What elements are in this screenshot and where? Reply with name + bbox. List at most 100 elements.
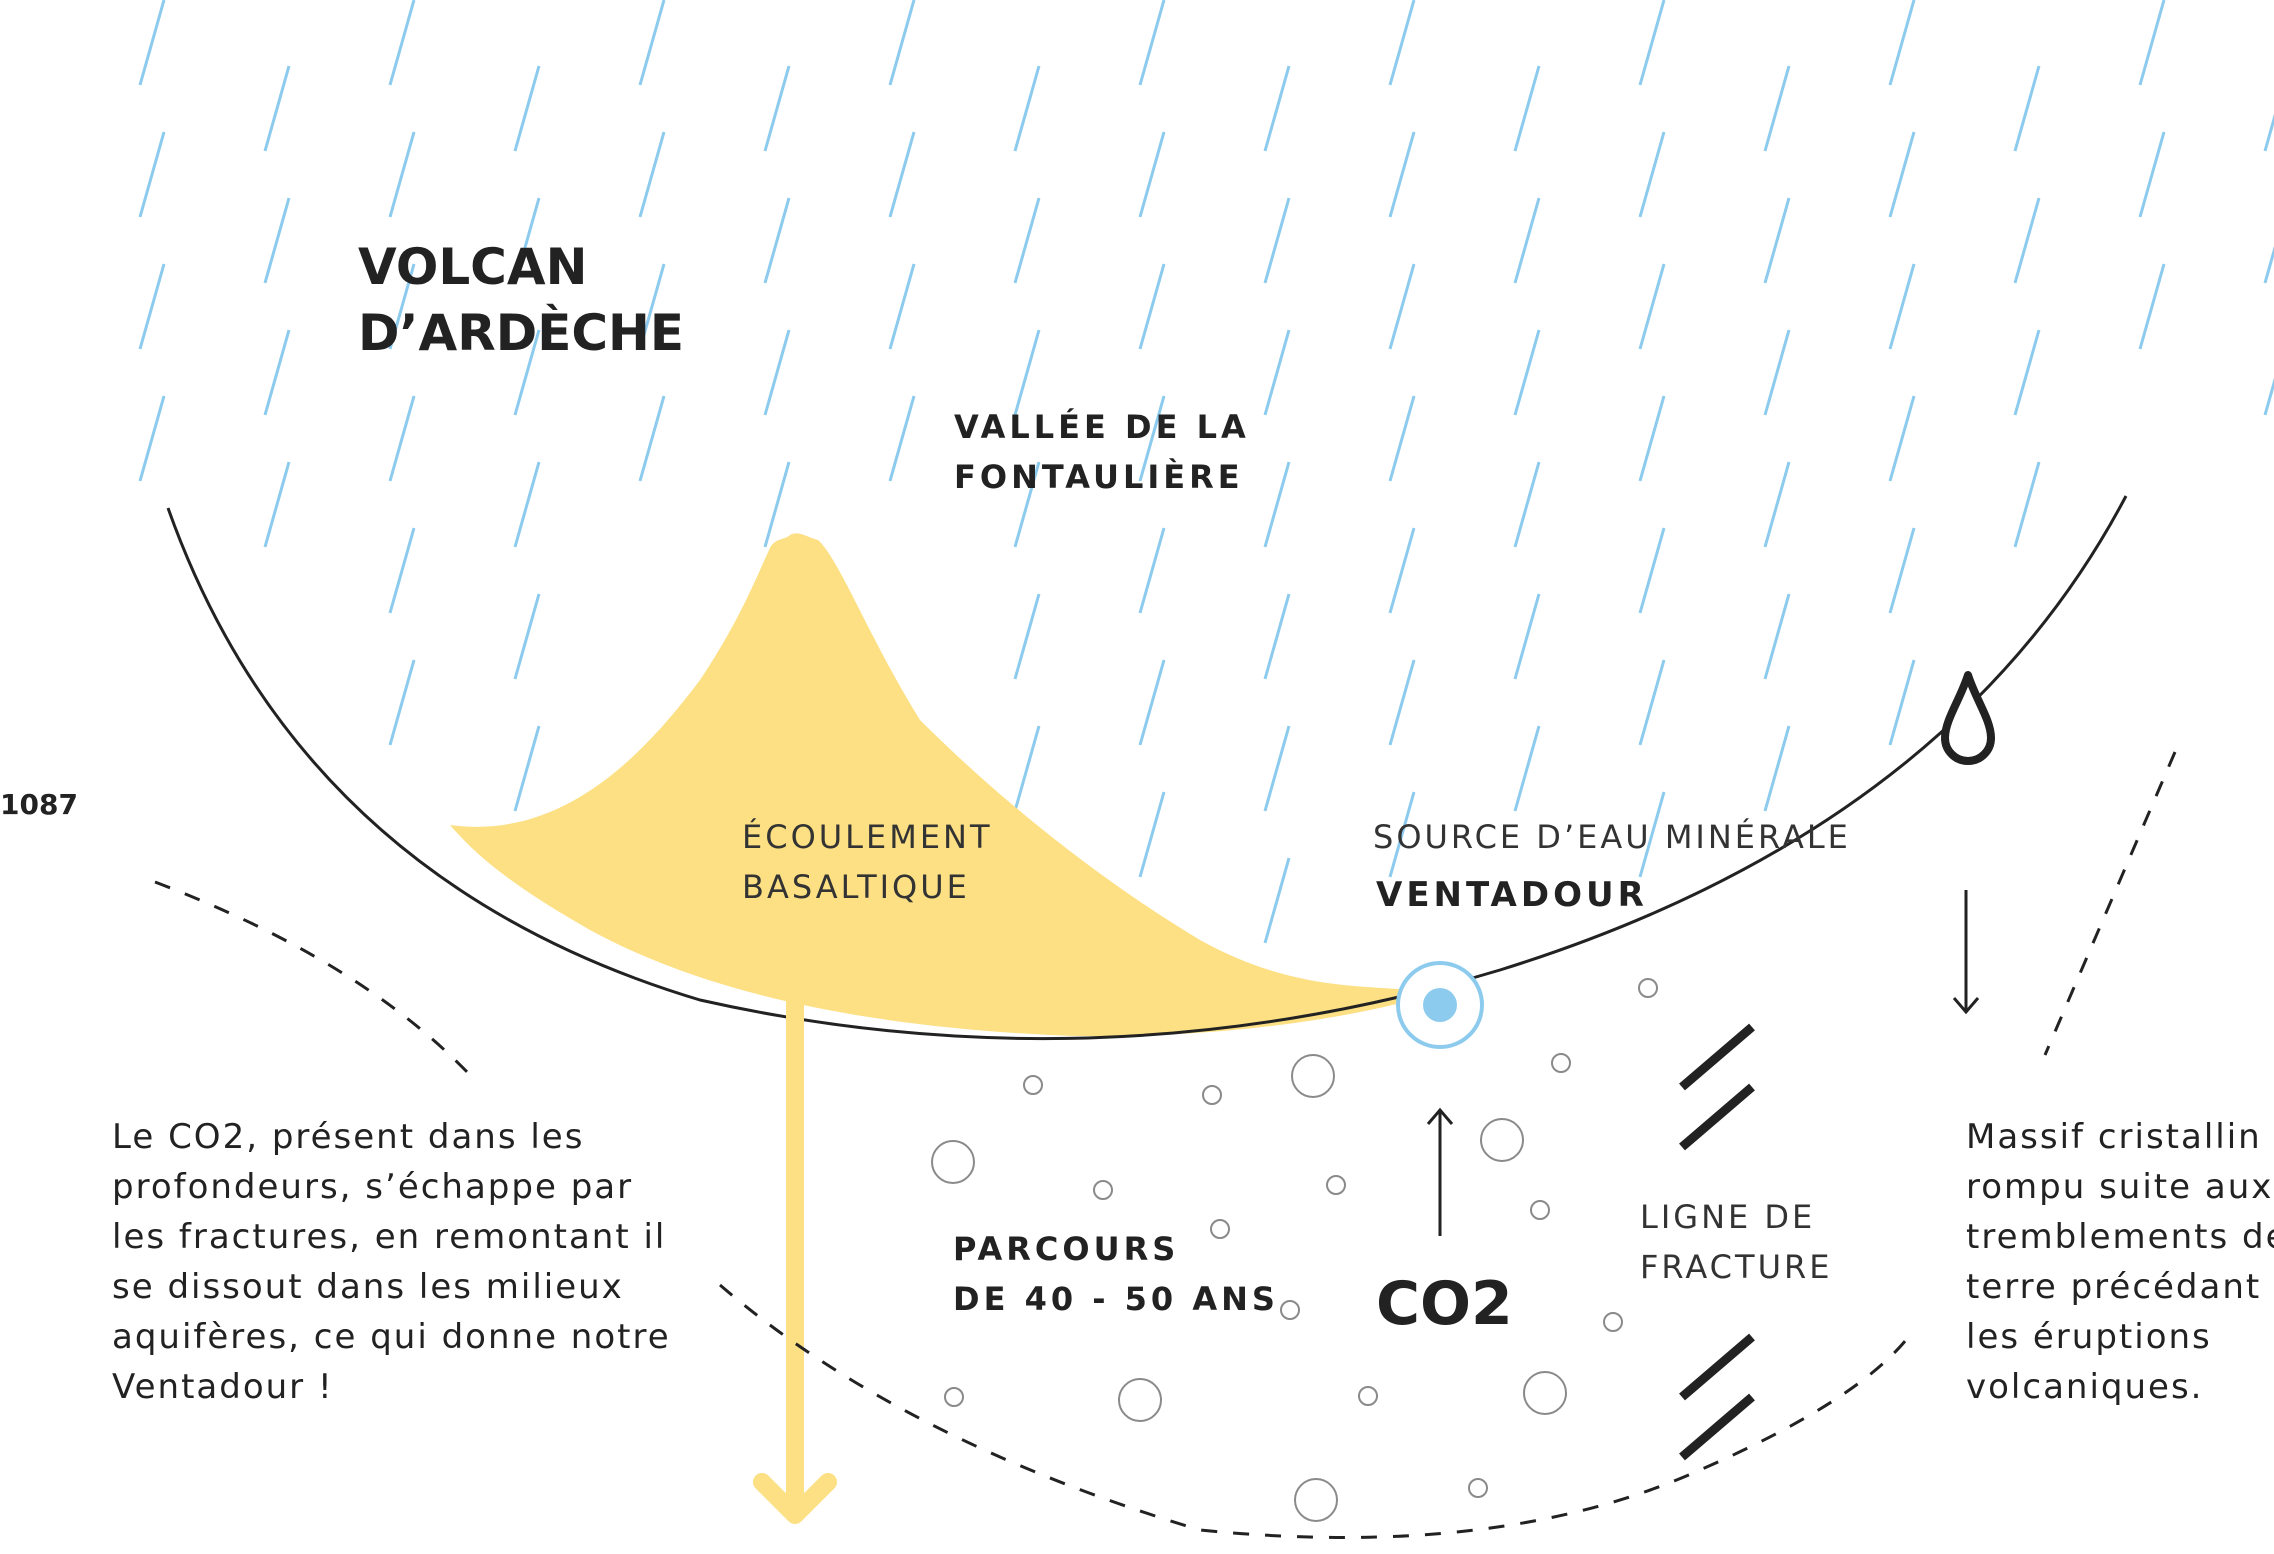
rain-streak bbox=[888, 395, 916, 482]
rain-streak bbox=[138, 263, 166, 350]
rain-streak bbox=[1638, 263, 1666, 350]
rain-streak bbox=[1888, 263, 1916, 350]
co2-bubble bbox=[1280, 1300, 1300, 1320]
rain-streak bbox=[1638, 395, 1666, 482]
rain-streak bbox=[888, 131, 916, 218]
rain-streak bbox=[1763, 593, 1791, 680]
rain-streak bbox=[1388, 263, 1416, 350]
rain-streak bbox=[2263, 245, 2274, 284]
journey-label-line-1: PARCOURS bbox=[953, 1230, 1179, 1268]
co2-explanation-line: Ventadour ! bbox=[112, 1367, 334, 1407]
rain-streak bbox=[1513, 329, 1541, 416]
rain-streak bbox=[1763, 461, 1791, 548]
rain-streak bbox=[763, 461, 791, 548]
valley-basin-curve bbox=[166, 495, 2128, 1041]
rain-streak bbox=[1388, 791, 1416, 878]
rain-streak bbox=[1013, 329, 1041, 416]
rain-streak bbox=[1013, 65, 1041, 152]
co2-bubble bbox=[1603, 1312, 1623, 1332]
rain-streak bbox=[1638, 659, 1666, 746]
valley-label: VALLÉE DE LA FONTAULIÈRE bbox=[954, 408, 1265, 496]
co2-bubble bbox=[1291, 1054, 1335, 1098]
basalt-flow-label-line-1: ÉCOULEMENT bbox=[742, 818, 993, 856]
down-arrow-icon bbox=[1952, 890, 1980, 1015]
rain-streak bbox=[513, 461, 541, 548]
rain-streak bbox=[1138, 527, 1166, 614]
massif-explanation-text: Massif cristallin rompu suite aux trembl… bbox=[1966, 1117, 2274, 1407]
co2-bubbles bbox=[931, 978, 1658, 1522]
rain-streak bbox=[1888, 131, 1916, 218]
co2-explanation-line: profondeurs, s’échappe par bbox=[112, 1167, 633, 1207]
rain-streak bbox=[1638, 527, 1666, 614]
co2-bubble bbox=[931, 1140, 975, 1184]
co2-bubble bbox=[1523, 1371, 1567, 1415]
rain-streak bbox=[2013, 329, 2041, 416]
rain-streak bbox=[763, 329, 791, 416]
basalt-flow-shape bbox=[450, 533, 1412, 1037]
rain-streak bbox=[1013, 593, 1041, 680]
co2-bubble bbox=[1093, 1180, 1113, 1200]
rain-streak bbox=[263, 197, 291, 284]
title-line-2: D’ARDÈCHE bbox=[358, 303, 684, 362]
rain-streak bbox=[1138, 0, 1166, 86]
rain-streak bbox=[1763, 329, 1791, 416]
rain-streak bbox=[1388, 527, 1416, 614]
rain-streak bbox=[138, 0, 166, 86]
rain-streak bbox=[1888, 527, 1916, 614]
co2-bubble bbox=[1358, 1386, 1378, 1406]
co2-explanation-text: Le CO2, présent dans les profondeurs, s’… bbox=[112, 1117, 683, 1407]
rain-streak bbox=[2138, 0, 2166, 86]
rain-streak bbox=[2013, 197, 2041, 284]
rain-streak bbox=[888, 263, 916, 350]
co2-bubble bbox=[1530, 1200, 1550, 1220]
rain-streak bbox=[388, 659, 416, 746]
rain-streak bbox=[388, 527, 416, 614]
rain-streak bbox=[1763, 197, 1791, 284]
rain-streak bbox=[1138, 791, 1166, 878]
rain-streak bbox=[888, 0, 916, 86]
journey-label-line-2: DE 40 - 50 ANS bbox=[953, 1280, 1279, 1318]
rain-streak bbox=[2138, 131, 2166, 218]
massif-explanation-line: Massif cristallin bbox=[1966, 1117, 2262, 1157]
rain-streak bbox=[1138, 395, 1166, 482]
rain-streak bbox=[1263, 197, 1291, 284]
rain-streak bbox=[1388, 659, 1416, 746]
rain-streak bbox=[1263, 725, 1291, 812]
basalt-flow-label: ÉCOULEMENT BASALTIQUE bbox=[742, 818, 1006, 906]
fracture-label-line-2: FRACTURE bbox=[1640, 1248, 1832, 1286]
massif-explanation-line: les éruptions bbox=[1966, 1317, 2212, 1357]
rain-streak bbox=[763, 197, 791, 284]
rain-streak bbox=[638, 263, 666, 350]
rain-streak bbox=[513, 725, 541, 812]
rain-streak bbox=[1013, 461, 1041, 548]
valley-label-line-1: VALLÉE DE LA bbox=[954, 408, 1250, 446]
co2-bubble bbox=[1202, 1085, 1222, 1105]
journey-label: PARCOURS DE 40 - 50 ANS bbox=[953, 1230, 1279, 1318]
rain-streak bbox=[1638, 0, 1666, 86]
rain-streak bbox=[2013, 461, 2041, 548]
rain-streak bbox=[1513, 65, 1541, 152]
massif-explanation-line: rompu suite aux bbox=[1966, 1167, 2273, 1207]
rain-streak bbox=[1388, 395, 1416, 482]
rain-streak bbox=[638, 395, 666, 482]
co2-bubble bbox=[1468, 1478, 1488, 1498]
up-arrow-icon bbox=[1426, 1107, 1454, 1236]
crystalline-massif-dashed-arc bbox=[719, 1283, 1912, 1539]
rain-streak bbox=[2263, 377, 2274, 416]
source-label-line-1: SOURCE D’EAU MINÉRALE bbox=[1373, 818, 1851, 856]
rain-streak bbox=[638, 131, 666, 218]
rain-streak bbox=[388, 131, 416, 218]
rain-streak bbox=[1263, 593, 1291, 680]
co2-explanation-line: Le CO2, présent dans les bbox=[112, 1117, 584, 1157]
rain-streak bbox=[1263, 65, 1291, 152]
co2-bubble bbox=[1326, 1175, 1346, 1195]
fracture-slashes bbox=[1679, 1023, 1755, 1461]
rain-streak bbox=[388, 395, 416, 482]
rain-streak bbox=[263, 65, 291, 152]
rain-streak bbox=[1513, 197, 1541, 284]
rain-streak bbox=[1138, 659, 1166, 746]
rain-streak bbox=[388, 0, 416, 86]
co2-bubble bbox=[1551, 1053, 1571, 1073]
rain-streak bbox=[1513, 593, 1541, 680]
